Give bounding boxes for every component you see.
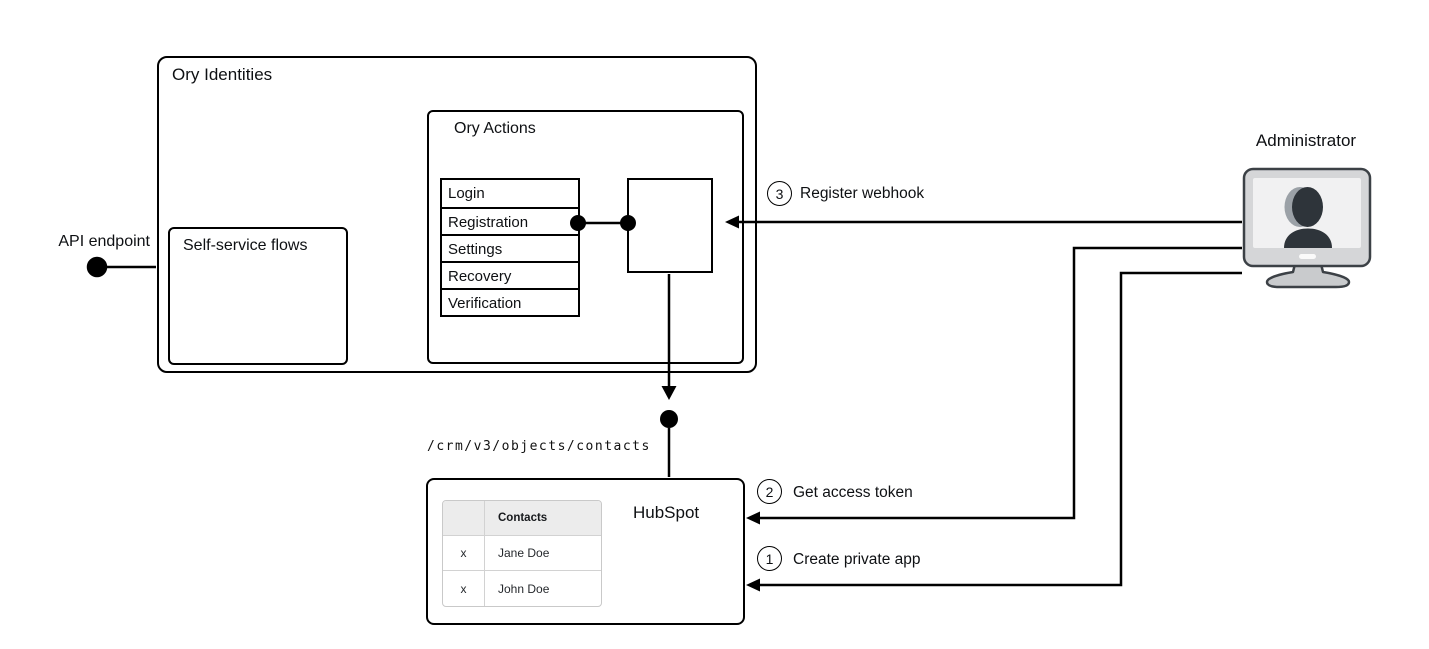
self-service-flows-box: [168, 227, 348, 365]
step-2-label: Get access token: [793, 484, 913, 501]
api-endpoint-dot: [86, 256, 108, 278]
monitor-stand: [1265, 258, 1351, 289]
contacts-row-2-name: John Doe: [498, 581, 550, 596]
step-1-label: Create private app: [793, 551, 921, 568]
ory-actions-title: Ory Actions: [454, 120, 536, 137]
flow-row-verification: Verification: [442, 288, 578, 315]
flow-row-recovery: Recovery: [442, 261, 578, 288]
step-3-label: Register webhook: [800, 185, 925, 202]
monitor-screen: [1253, 178, 1361, 248]
step-1-circle: 1: [757, 546, 782, 571]
contacts-row-1-name: Jane Doe: [485, 536, 601, 571]
ory-identities-title: Ory Identities: [172, 65, 273, 84]
contacts-row-2-check: x: [443, 571, 485, 606]
monitor-button: [1299, 254, 1316, 259]
ory-actions-flow-list: Login Registration Settings Recovery Ver…: [440, 178, 580, 317]
register-webhook-arrow: [725, 215, 1242, 229]
administrator-computer-icon: [1242, 167, 1372, 289]
create-private-app-arrow: [746, 271, 1242, 592]
flow-row-login: Login: [448, 185, 485, 202]
contacts-row-1-check: x: [443, 536, 485, 571]
left-arrowhead-step2: [746, 511, 760, 525]
webhook-action-box: [627, 178, 713, 273]
contacts-table-corner-cell: [443, 501, 485, 536]
left-arrowhead-step1: [746, 578, 760, 592]
flow-row-registration: Registration: [442, 207, 578, 234]
administrator-label: Administrator: [1255, 131, 1357, 150]
flow-row-settings: Settings: [442, 234, 578, 261]
endpoint-path-label: /crm/v3/objects/contacts: [427, 439, 651, 454]
api-endpoint-label: API endpoint: [58, 233, 150, 250]
step-3-circle: 3: [767, 181, 792, 206]
api-endpoint-connector: [86, 256, 156, 278]
step-2-circle: 2: [757, 479, 782, 504]
hubspot-contacts-table: Contacts x Jane Doe x John Doe: [442, 500, 602, 607]
user-silhouette-icon: [1284, 187, 1332, 248]
self-service-flows-label: Self-service flows: [183, 237, 308, 254]
down-arrowhead: [661, 386, 677, 400]
hubspot-title: HubSpot: [633, 503, 700, 522]
hubspot-endpoint-dot: [660, 410, 678, 428]
contacts-table-header: Contacts: [485, 501, 601, 536]
monitor-frame: [1242, 167, 1372, 268]
